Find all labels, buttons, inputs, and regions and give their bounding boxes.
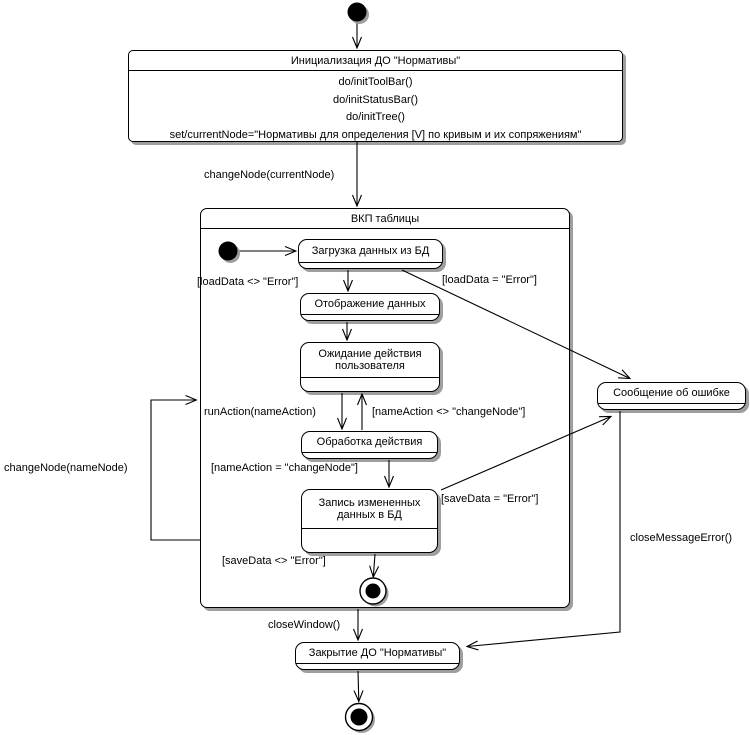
state-name: Загрузка данных из БД (299, 240, 442, 263)
state-internal-compartment (302, 453, 437, 458)
transition-vkp-self-loop (150, 400, 200, 541)
state-title: ВКП таблицы (201, 209, 569, 229)
transition-label-load-error: [loadData = "Error"] (442, 274, 537, 286)
state-action: set/currentNode="Нормативы для определен… (169, 128, 582, 141)
transition-label-change-node-name: changeNode(nameNode) (4, 462, 128, 474)
state-internal-compartment (301, 378, 439, 391)
state-display-data: Отображение данных (300, 293, 440, 321)
transition-label-close-window: closeWindow() (268, 619, 341, 631)
state-error-message: Сообщение об ошибке (597, 382, 746, 410)
state-name: Сообщение об ошибке (598, 383, 745, 404)
state-internal-compartment (299, 263, 442, 268)
transition-label-action-is-changenode: [nameAction = "changeNode"] (211, 462, 358, 474)
state-action: do/initTree() (346, 111, 405, 123)
transition-close-to-final (358, 670, 359, 702)
transition-label-save-error: [saveData = "Error"] (441, 493, 539, 505)
state-name: Отображение данных (301, 294, 439, 315)
state-close-normativy: Закрытие ДО "Нормативы" (295, 642, 460, 670)
transition-label-save-ok: [saveData <> "Error"] (222, 555, 326, 567)
state-internal-compartment (301, 315, 439, 320)
transition-label-change-node-current: changeNode(currentNode) (204, 169, 335, 181)
transition-label-run-action: runAction(nameAction) (204, 406, 316, 418)
state-title: Инициализация ДО "Нормативы" (129, 51, 622, 71)
transition-label-load-ok: [loadData <> "Error"] (197, 276, 299, 288)
state-load-data: Загрузка данных из БД (298, 239, 443, 269)
state-name: Ожидание действия пользователя (301, 343, 439, 378)
state-name: Обработка действия (302, 432, 437, 453)
transition-label-close-message-error: closeMessageError() (630, 532, 733, 544)
transition-label-action-not-changenode: [nameAction <> "changeNode"] (372, 406, 526, 418)
state-action-list: do/initToolBar() do/initStatusBar() do/i… (129, 71, 622, 144)
final-state-icon (344, 702, 375, 733)
state-name: Закрытие ДО "Нормативы" (296, 643, 459, 664)
initial-state-icon (347, 2, 369, 24)
state-action: do/initToolBar() (338, 76, 413, 88)
state-name: Запись измененных данных в БД (302, 490, 437, 529)
state-internal-compartment (598, 404, 745, 409)
state-internal-compartment (302, 529, 437, 552)
state-wait-user-action: Ожидание действия пользователя (300, 342, 440, 392)
state-init-normativy: Инициализация ДО "Нормативы" do/initTool… (128, 50, 623, 142)
state-action: do/initStatusBar() (333, 93, 418, 106)
state-internal-compartment (296, 664, 459, 669)
state-save-data: Запись измененных данных в БД (301, 489, 438, 553)
state-process-action: Обработка действия (301, 431, 438, 459)
